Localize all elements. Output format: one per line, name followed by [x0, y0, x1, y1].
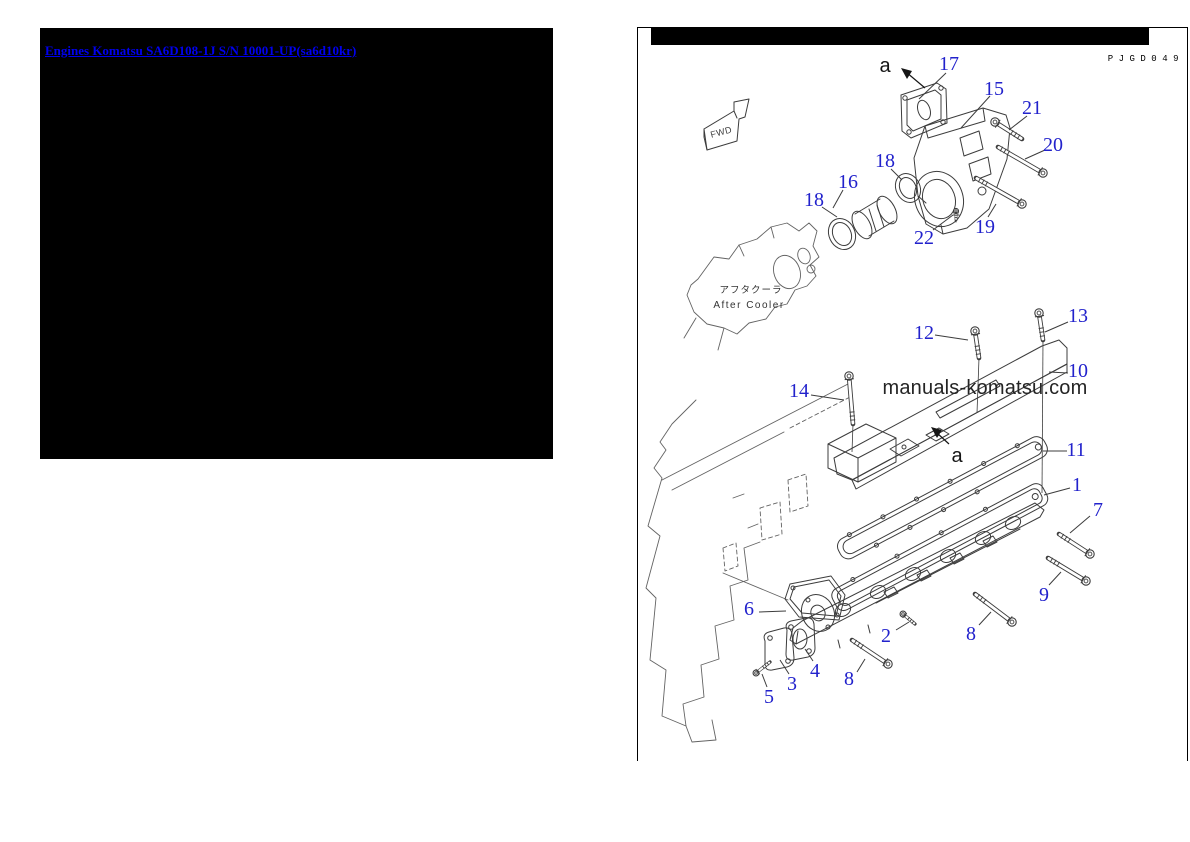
view-label-top: a: [879, 55, 891, 77]
breadcrumb-link[interactable]: Engines Komatsu SA6D108-1J S/N 10001-UP(…: [45, 43, 357, 58]
svg-text:1: 1: [1072, 474, 1082, 496]
svg-text:9: 9: [1039, 584, 1049, 606]
svg-text:21: 21: [1022, 97, 1042, 119]
part-gasket-17: [900, 82, 948, 139]
callout-8: 8: [966, 611, 992, 645]
callout-1: 1: [1043, 474, 1082, 496]
part-ring-18-upper: [894, 172, 922, 204]
part-plate-3: [763, 627, 795, 671]
callout-9: 9: [1039, 571, 1062, 606]
bolt-shape: [972, 591, 1017, 627]
part-gasket-11: [837, 436, 1048, 560]
bolt-shape: [990, 117, 1025, 142]
callout-19: 19: [975, 203, 997, 238]
parts-diagram: PJGD049 FWD アフタクーラ After Cooler: [645, 28, 1184, 743]
figure-code: PJGD049: [1108, 54, 1184, 64]
part-gasket-4: [785, 617, 816, 661]
fwd-label: FWD: [709, 124, 733, 139]
callout-11: 11: [1043, 439, 1086, 461]
callout-10: 10: [1048, 360, 1088, 382]
callout-7: 7: [1069, 499, 1103, 534]
svg-text:11: 11: [1066, 439, 1085, 461]
part-cover-assembly: [827, 339, 1068, 490]
aftercooler-label-jp: アフタクーラ: [719, 285, 782, 296]
aftercooler-label-en: After Cooler: [713, 300, 784, 311]
svg-text:20: 20: [1043, 134, 1063, 156]
callout-17: 17: [918, 53, 959, 100]
svg-text:2: 2: [881, 625, 891, 647]
svg-text:17: 17: [939, 53, 959, 75]
callout-21: 21: [1008, 97, 1042, 131]
svg-text:7: 7: [1093, 499, 1103, 521]
diagram-header-bar: [651, 28, 1149, 45]
view-label-mid: a: [951, 445, 963, 467]
svg-text:8: 8: [966, 623, 976, 645]
callout-18: 18: [804, 189, 838, 218]
svg-text:18: 18: [804, 189, 824, 211]
view-arrow-mid: a: [931, 427, 963, 467]
svg-text:10: 10: [1068, 360, 1088, 382]
bolt-shape: [1045, 555, 1091, 586]
bolt-shape: [1034, 308, 1046, 494]
bolt-shape: [849, 637, 893, 669]
left-frame: Engines Komatsu SA6D108-1J S/N 10001-UP(…: [40, 28, 553, 459]
svg-text:18: 18: [875, 150, 895, 172]
bolt-shape: [973, 175, 1027, 209]
svg-text:5: 5: [764, 686, 774, 708]
svg-text:15: 15: [984, 78, 1004, 100]
svg-text:8: 8: [844, 668, 854, 690]
bolt-shape: [1056, 531, 1095, 559]
part-hose-16: [851, 195, 898, 240]
callout-5: 5: [761, 673, 774, 708]
bolt-shape: [970, 326, 982, 414]
diagram-panel: PJGD049 FWD アフタクーラ After Cooler: [637, 27, 1188, 761]
svg-text:14: 14: [789, 380, 809, 402]
callout-6: 6: [744, 598, 787, 620]
callout-20: 20: [1024, 134, 1063, 160]
bolt-shape: [995, 144, 1048, 178]
callout-8: 8: [844, 658, 866, 690]
svg-text:13: 13: [1068, 305, 1088, 327]
bolt-shape: [752, 660, 772, 677]
bolts-layer: [752, 117, 1095, 677]
part-gasket-6: [784, 575, 846, 621]
svg-text:22: 22: [914, 227, 934, 249]
bolt-shape: [952, 207, 960, 222]
part-ring-18-lower: [827, 217, 857, 251]
callout-13: 13: [1044, 305, 1088, 333]
svg-text:4: 4: [810, 660, 820, 682]
watermark-text: manuals-komatsu.com: [883, 377, 1088, 399]
callout-3: 3: [779, 659, 797, 695]
engine-outline: [645, 383, 853, 743]
callout-22: 22: [914, 214, 954, 249]
svg-text:6: 6: [744, 598, 754, 620]
svg-text:3: 3: [787, 673, 797, 695]
callout-18: 18: [875, 150, 903, 181]
callout-14: 14: [789, 380, 845, 402]
callout-2: 2: [881, 621, 910, 647]
aftercooler-drawing: アフタクーラ After Cooler: [683, 222, 820, 351]
bolt-shape: [844, 371, 856, 453]
callout-15: 15: [960, 78, 1004, 129]
fwd-marker: FWD: [703, 98, 750, 151]
svg-text:12: 12: [914, 322, 934, 344]
callout-12: 12: [914, 322, 969, 344]
bolt-shape: [899, 610, 917, 626]
svg-text:16: 16: [838, 171, 858, 193]
callout-16: 16: [832, 171, 858, 209]
svg-text:19: 19: [975, 216, 995, 238]
callout-4: 4: [804, 648, 820, 682]
view-arrow-top: a: [879, 55, 926, 89]
